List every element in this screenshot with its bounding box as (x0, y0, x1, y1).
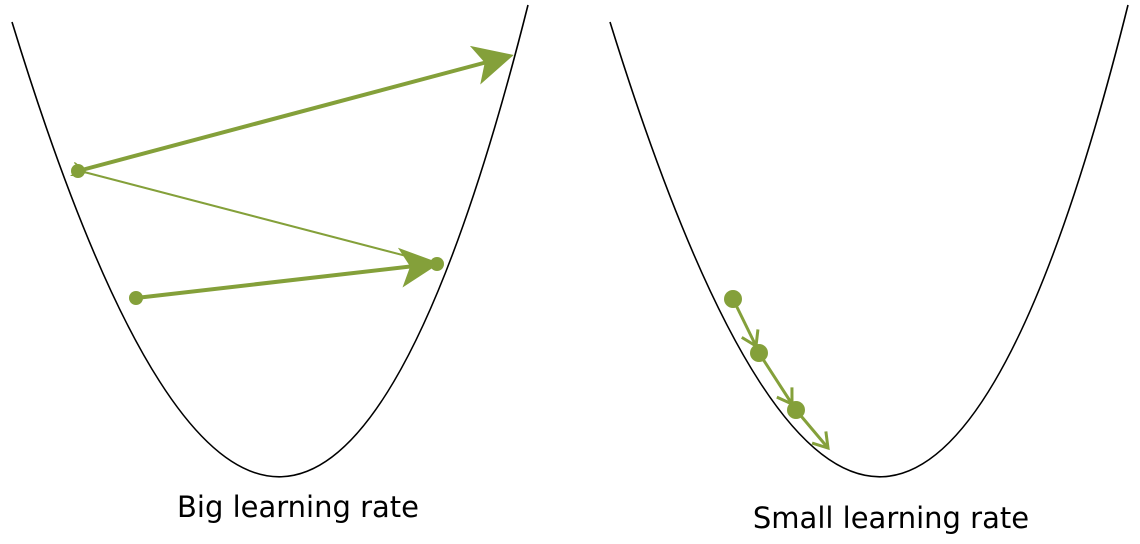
small-panel (609, 4, 1129, 478)
small-step-point-3 (787, 401, 805, 419)
big-step-point-1 (129, 291, 143, 305)
big-panel (11, 4, 529, 478)
small-learning-rate-caption: Small learning rate (752, 501, 1030, 535)
small-step-point-1 (724, 290, 742, 308)
big-step-arrow-3 (77, 45, 514, 173)
big-learning-rate-caption: Big learning rate (176, 490, 420, 524)
big-step-point-3 (71, 164, 85, 178)
small-step-point-2 (750, 344, 768, 362)
big-step-arrow-2 (84, 172, 438, 265)
big-step-point-2 (430, 257, 444, 271)
small-step-arrow-2 (757, 352, 794, 407)
big-step-arrow-1 (135, 247, 440, 300)
big-loss-curve (11, 4, 529, 478)
small-loss-curve (609, 4, 1129, 478)
